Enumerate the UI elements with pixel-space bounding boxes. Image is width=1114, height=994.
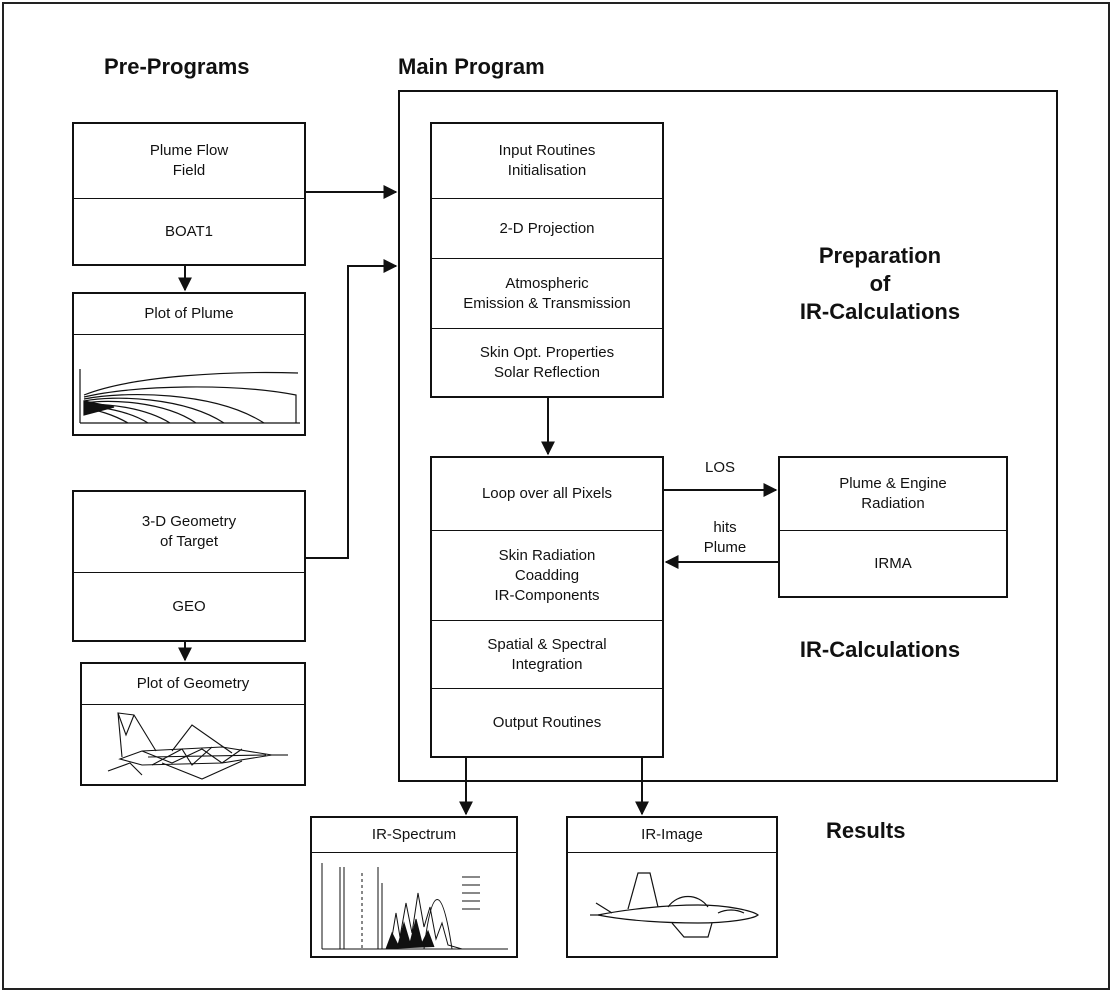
plume-flow-field-box: Plume Flow Field BOAT1	[72, 122, 306, 266]
preparation-stack: Input Routines Initialisation 2-D Projec…	[430, 122, 664, 398]
skin-radiation-line3: IR-Components	[494, 586, 600, 604]
integration-line1: Spatial & Spectral	[487, 635, 607, 653]
skin-optical-line1: Skin Opt. Properties	[479, 343, 615, 361]
ir-calculations-label: IR-Calculations	[799, 637, 961, 662]
ir-image-box: IR-Image	[566, 816, 778, 958]
plume-flow-field-line1: Plume Flow	[149, 142, 229, 159]
results-heading: Results	[826, 818, 906, 843]
preparation-label-line1: Preparation	[818, 243, 942, 268]
atmospheric-line2: Emission & Transmission	[463, 294, 631, 312]
projection-cell: 2-D Projection	[432, 198, 662, 258]
integration-cell: Spatial & Spectral Integration	[432, 620, 662, 688]
los-label: LOS	[704, 459, 735, 476]
geometry-to-main-arrow	[306, 259, 398, 559]
geometry-line2: of Target	[159, 533, 219, 550]
pre-programs-heading: Pre-Programs	[104, 54, 250, 79]
input-routines-cell: Input Routines Initialisation	[432, 124, 662, 198]
plume-flow-field-label: Plume Flow Field	[74, 124, 304, 198]
output-routines-cell: Output Routines	[432, 688, 662, 756]
plume-flow-field-line2: Field	[172, 162, 206, 179]
plot-of-geometry-box: Plot of Geometry	[80, 662, 306, 786]
atmospheric-line1: Atmospheric	[505, 274, 589, 292]
main-program-heading: Main Program	[398, 54, 545, 79]
geo-label: GEO	[74, 572, 304, 640]
hits-plume-line1: hits	[713, 519, 737, 536]
loop-pixels-cell: Loop over all Pixels	[481, 485, 613, 502]
preparation-label-line2: of	[869, 271, 891, 296]
plume-engine-line2: Radiation	[861, 495, 925, 512]
hits-plume-line2: Plume	[703, 539, 747, 556]
geometry-line1: 3-D Geometry	[141, 513, 237, 530]
skin-optical-line2: Solar Reflection	[494, 363, 600, 381]
plot-of-plume-title: Plot of Plume	[144, 305, 234, 322]
input-routines-line2: Initialisation	[507, 162, 587, 179]
irma-label: IRMA	[780, 530, 1006, 596]
plume-plot-image	[74, 334, 304, 434]
spectrum-plot-image	[312, 852, 516, 956]
calculation-stack: Loop over all Pixels Skin Radiation Coad…	[430, 456, 664, 758]
geometry-plot-image	[82, 704, 304, 784]
geometry-label: 3-D Geometry of Target	[74, 492, 304, 572]
boat1-label: BOAT1	[74, 198, 304, 264]
plot-of-plume-box: Plot of Plume	[72, 292, 306, 436]
plume-engine-box: Plume & Engine Radiation IRMA	[778, 456, 1008, 598]
geometry-box: 3-D Geometry of Target GEO	[72, 490, 306, 642]
plot-of-geometry-title: Plot of Geometry	[136, 675, 250, 692]
ir-image-picture	[568, 852, 776, 956]
spectrum-graphic	[321, 863, 508, 950]
skin-radiation-cell: Skin Radiation Coadding IR-Components	[432, 530, 662, 620]
skin-radiation-line2: Coadding	[514, 566, 580, 584]
skin-radiation-line1: Skin Radiation	[498, 546, 596, 564]
plume-engine-line1: Plume & Engine	[839, 475, 947, 492]
aircraft-wireframe-graphic	[107, 712, 288, 780]
atmospheric-cell: Atmospheric Emission & Transmission	[432, 258, 662, 328]
ir-spectrum-box: IR-Spectrum	[310, 816, 518, 958]
hits-plume-label: hits Plume	[690, 518, 760, 558]
aircraft-image-graphic	[590, 872, 759, 938]
plume-curves-graphic	[79, 369, 300, 424]
plume-engine-label: Plume & Engine Radiation	[780, 458, 1006, 530]
preparation-label-line3: IR-Calculations	[799, 299, 961, 324]
integration-line2: Integration	[511, 655, 583, 673]
ir-image-title: IR-Image	[641, 826, 703, 843]
preparation-label: Preparation of IR-Calculations	[770, 242, 990, 326]
ir-spectrum-title: IR-Spectrum	[371, 826, 457, 843]
skin-optical-cell: Skin Opt. Properties Solar Reflection	[432, 328, 662, 396]
input-routines-line1: Input Routines	[498, 142, 596, 159]
